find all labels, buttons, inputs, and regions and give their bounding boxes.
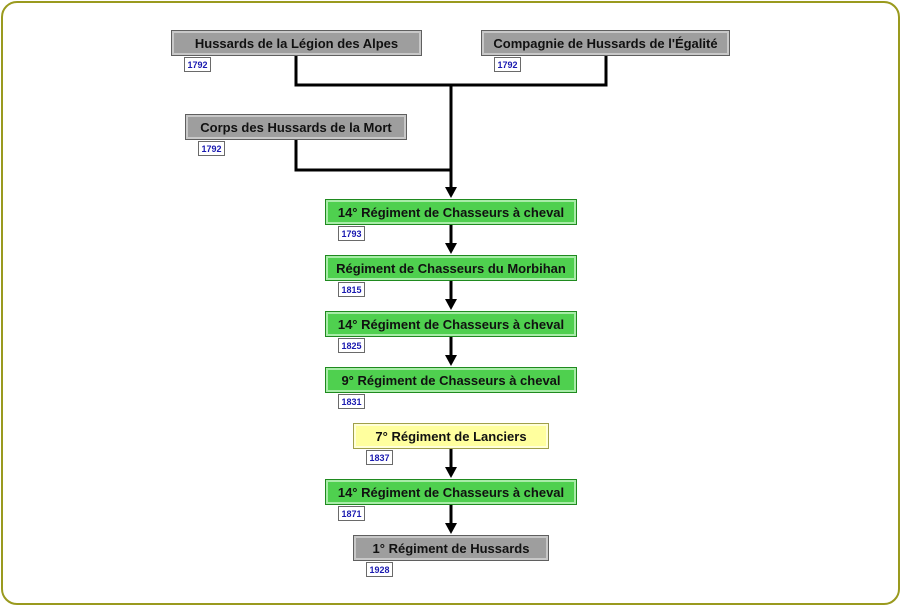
edge-n1-n4 (294, 56, 451, 87)
node-14-chasseurs-1793: 14° Régiment de Chasseurs à cheval (325, 199, 577, 225)
arrowhead-n10 (445, 523, 457, 534)
arrowhead-n6 (445, 299, 457, 310)
year-badge: 1815 (338, 282, 365, 297)
arrowhead-n4 (445, 187, 457, 198)
node-1-hussards-1928: 1° Régiment de Hussards (353, 535, 549, 561)
year-badge: 1825 (338, 338, 365, 353)
node-9-chasseurs-1831: 9° Régiment de Chasseurs à cheval (325, 367, 577, 393)
arrowhead-n7 (445, 355, 457, 366)
year-badge: 1831 (338, 394, 365, 409)
year-badge: 1792 (184, 57, 211, 72)
year-badge: 1792 (198, 141, 225, 156)
node-hussards-legion-des-alpes: Hussards de la Légion des Alpes (171, 30, 422, 56)
year-badge: 1928 (366, 562, 393, 577)
arrowhead-n5 (445, 243, 457, 254)
year-badge: 1792 (494, 57, 521, 72)
node-7-lanciers-1837: 7° Régiment de Lanciers (353, 423, 549, 449)
year-badge: 1837 (366, 450, 393, 465)
node-compagnie-hussards-egalite: Compagnie de Hussards de l'Égalité (481, 30, 730, 56)
year-badge: 1871 (338, 506, 365, 521)
node-14-chasseurs-1871: 14° Régiment de Chasseurs à cheval (325, 479, 577, 505)
year-badge: 1793 (338, 226, 365, 241)
node-chasseurs-du-morbihan: Régiment de Chasseurs du Morbihan (325, 255, 577, 281)
node-corps-hussards-de-la-mort: Corps des Hussards de la Mort (185, 114, 407, 140)
node-14-chasseurs-1825: 14° Régiment de Chasseurs à cheval (325, 311, 577, 337)
edge-n2-n4 (451, 56, 608, 87)
edge-n3-n4 (294, 140, 451, 172)
arrowhead-n9 (445, 467, 457, 478)
